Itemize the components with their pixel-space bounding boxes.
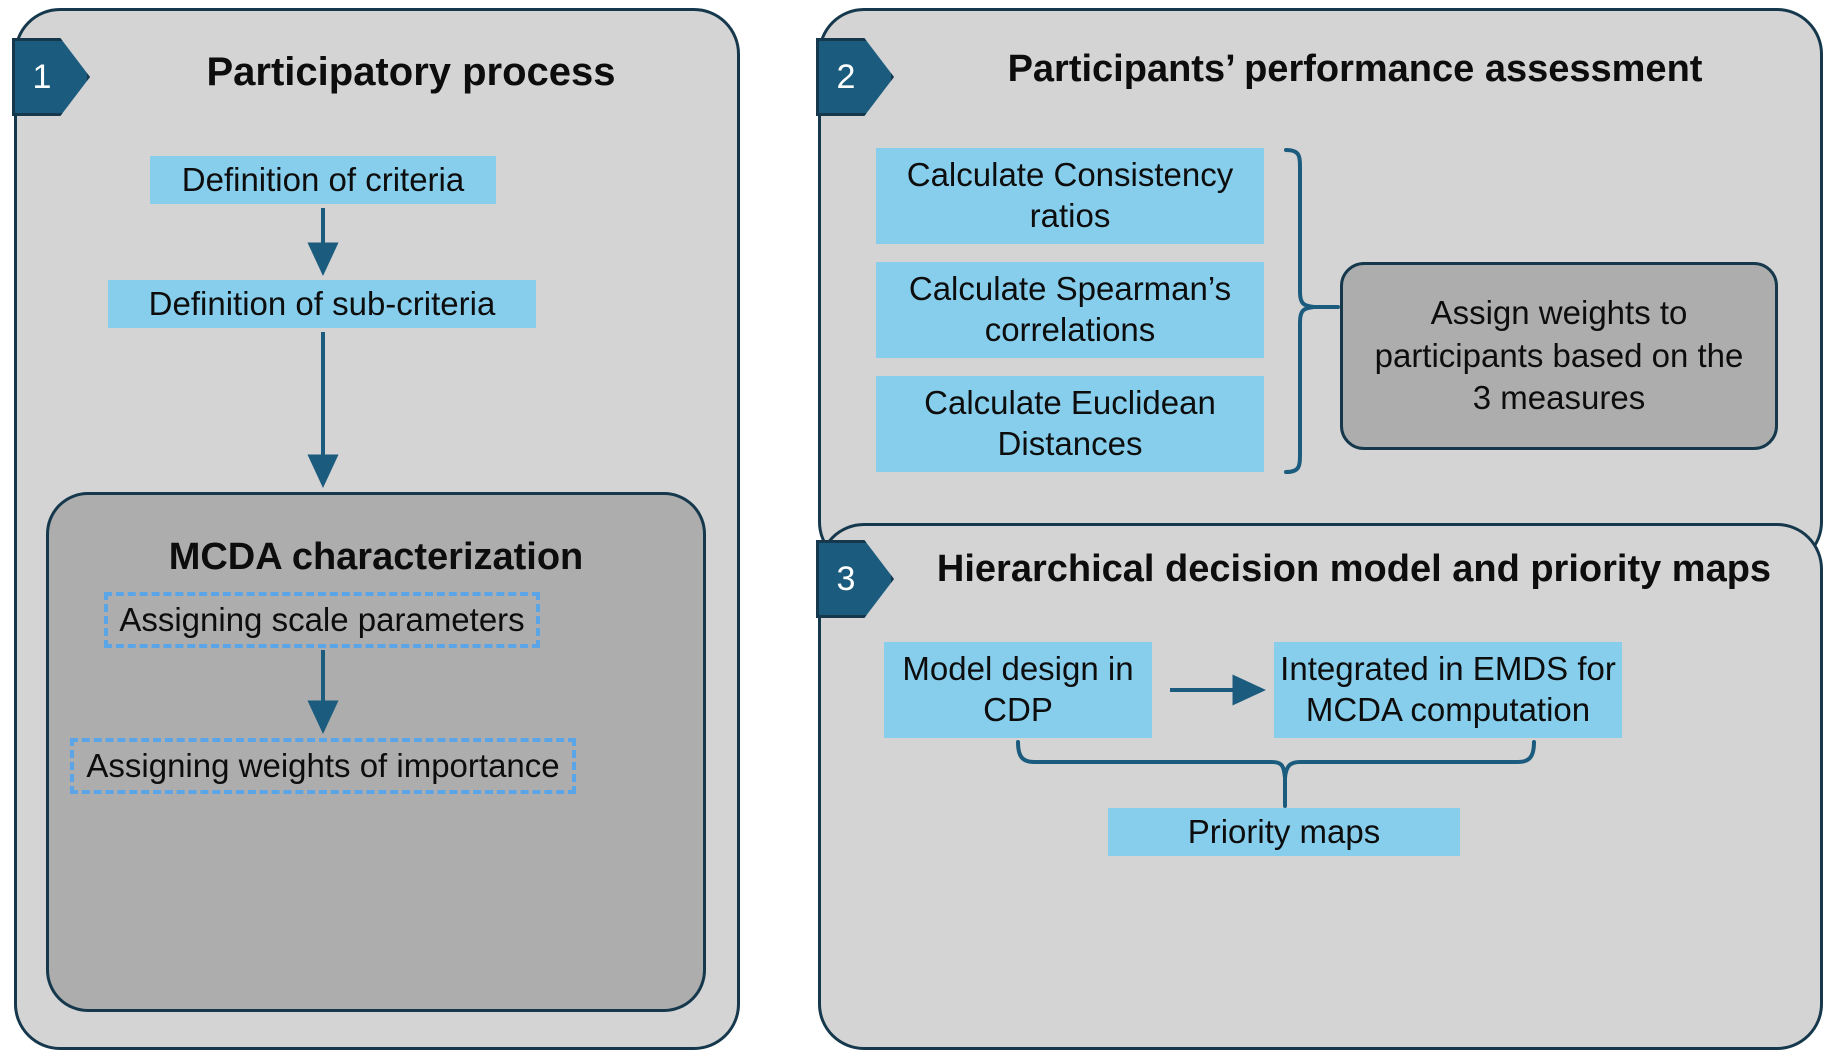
panel-title-2: Participants’ performance assessment (1007, 48, 1703, 90)
panel-hierarchical-decision-model (818, 523, 1823, 1050)
mcda-characterization-container (46, 492, 706, 1012)
process-box-integrated-in-emds: Integrated in EMDS for MCDA computation (1274, 642, 1622, 738)
panel-title-1: Participatory process (206, 50, 616, 94)
dashed-box-assigning-scale-parameters: Assigning scale parameters (104, 592, 540, 648)
step-number-1: 1 (32, 58, 52, 96)
process-box-definition-of-criteria: Definition of criteria (150, 156, 496, 204)
dashed-box-assigning-weights-of-importance: Assigning weights of importance (70, 738, 576, 794)
process-box-calculate-spearman-correlations: Calculate Spearman’s correlations (876, 262, 1264, 358)
process-box-calculate-consistency-ratios: Calculate Consistency ratios (876, 148, 1264, 244)
result-box-assign-weights-to-participants: Assign weights to participants based on … (1340, 262, 1778, 450)
process-box-priority-maps: Priority maps (1108, 808, 1460, 856)
panel-title-3: Hierarchical decision model and priority… (936, 548, 1772, 590)
step-number-2: 2 (836, 58, 856, 96)
process-box-definition-of-sub-criteria: Definition of sub-criteria (108, 280, 536, 328)
process-box-calculate-euclidean-distances: Calculate Euclidean Distances (876, 376, 1264, 472)
mcda-characterization-title: MCDA characterization (168, 536, 584, 578)
step-number-3: 3 (836, 560, 856, 598)
process-box-model-design-in-cdp: Model design in CDP (884, 642, 1152, 738)
